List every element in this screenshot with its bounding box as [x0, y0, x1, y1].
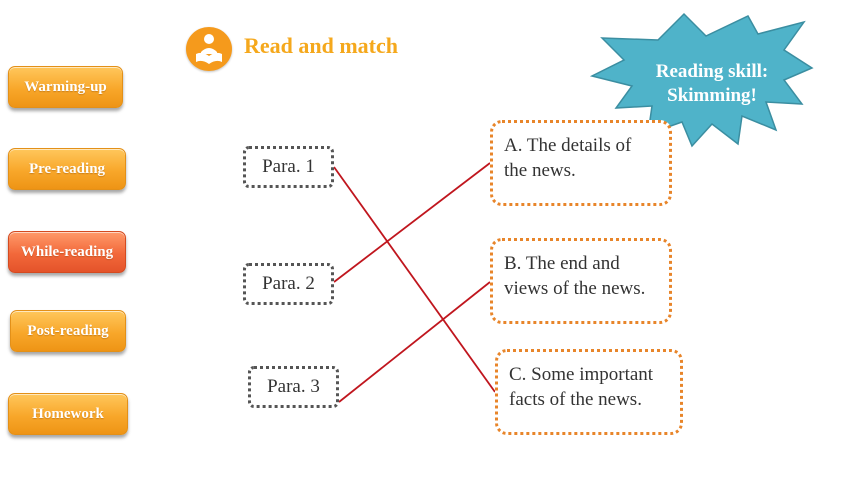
- reading-skill-line1: Reading skill:: [655, 61, 769, 82]
- nav-post-reading-button[interactable]: Post-reading: [10, 310, 126, 352]
- answer-c-box[interactable]: C. Some important facts of the news.: [495, 349, 683, 435]
- reader-icon: [186, 27, 232, 71]
- answer-a-line2: the news.: [504, 160, 576, 181]
- nav-while-reading-button[interactable]: While-reading: [8, 231, 126, 273]
- reading-skill-burst: [589, 12, 814, 148]
- para-3-box[interactable]: Para. 3: [248, 366, 339, 408]
- nav-homework-button[interactable]: Homework: [8, 393, 128, 435]
- answer-b-box[interactable]: B. The end and views of the news.: [490, 238, 672, 324]
- nav-warming-up-button[interactable]: Warming-up: [8, 66, 123, 108]
- answer-b-line2: views of the news.: [504, 278, 646, 299]
- answer-c-line1: C. Some important: [509, 364, 654, 385]
- match-line-para2-a: [333, 162, 491, 283]
- para-2-box[interactable]: Para. 2: [243, 263, 334, 305]
- page-title: Read and match: [244, 33, 399, 58]
- answer-a-line1: A. The details of: [504, 135, 632, 156]
- match-line-para1-c: [333, 166, 496, 393]
- reading-skill-text: Reading skill: Skimming!: [638, 60, 786, 108]
- reading-skill-line2: Skimming!: [667, 85, 757, 106]
- nav-pre-reading-button[interactable]: Pre-reading: [8, 148, 126, 190]
- answer-c-line2: facts of the news.: [509, 389, 642, 410]
- match-line-para3-b: [338, 281, 491, 403]
- answer-b-line1: B. The end and: [504, 253, 620, 274]
- para-1-box[interactable]: Para. 1: [243, 146, 334, 188]
- answer-a-box[interactable]: A. The details of the news.: [490, 120, 672, 206]
